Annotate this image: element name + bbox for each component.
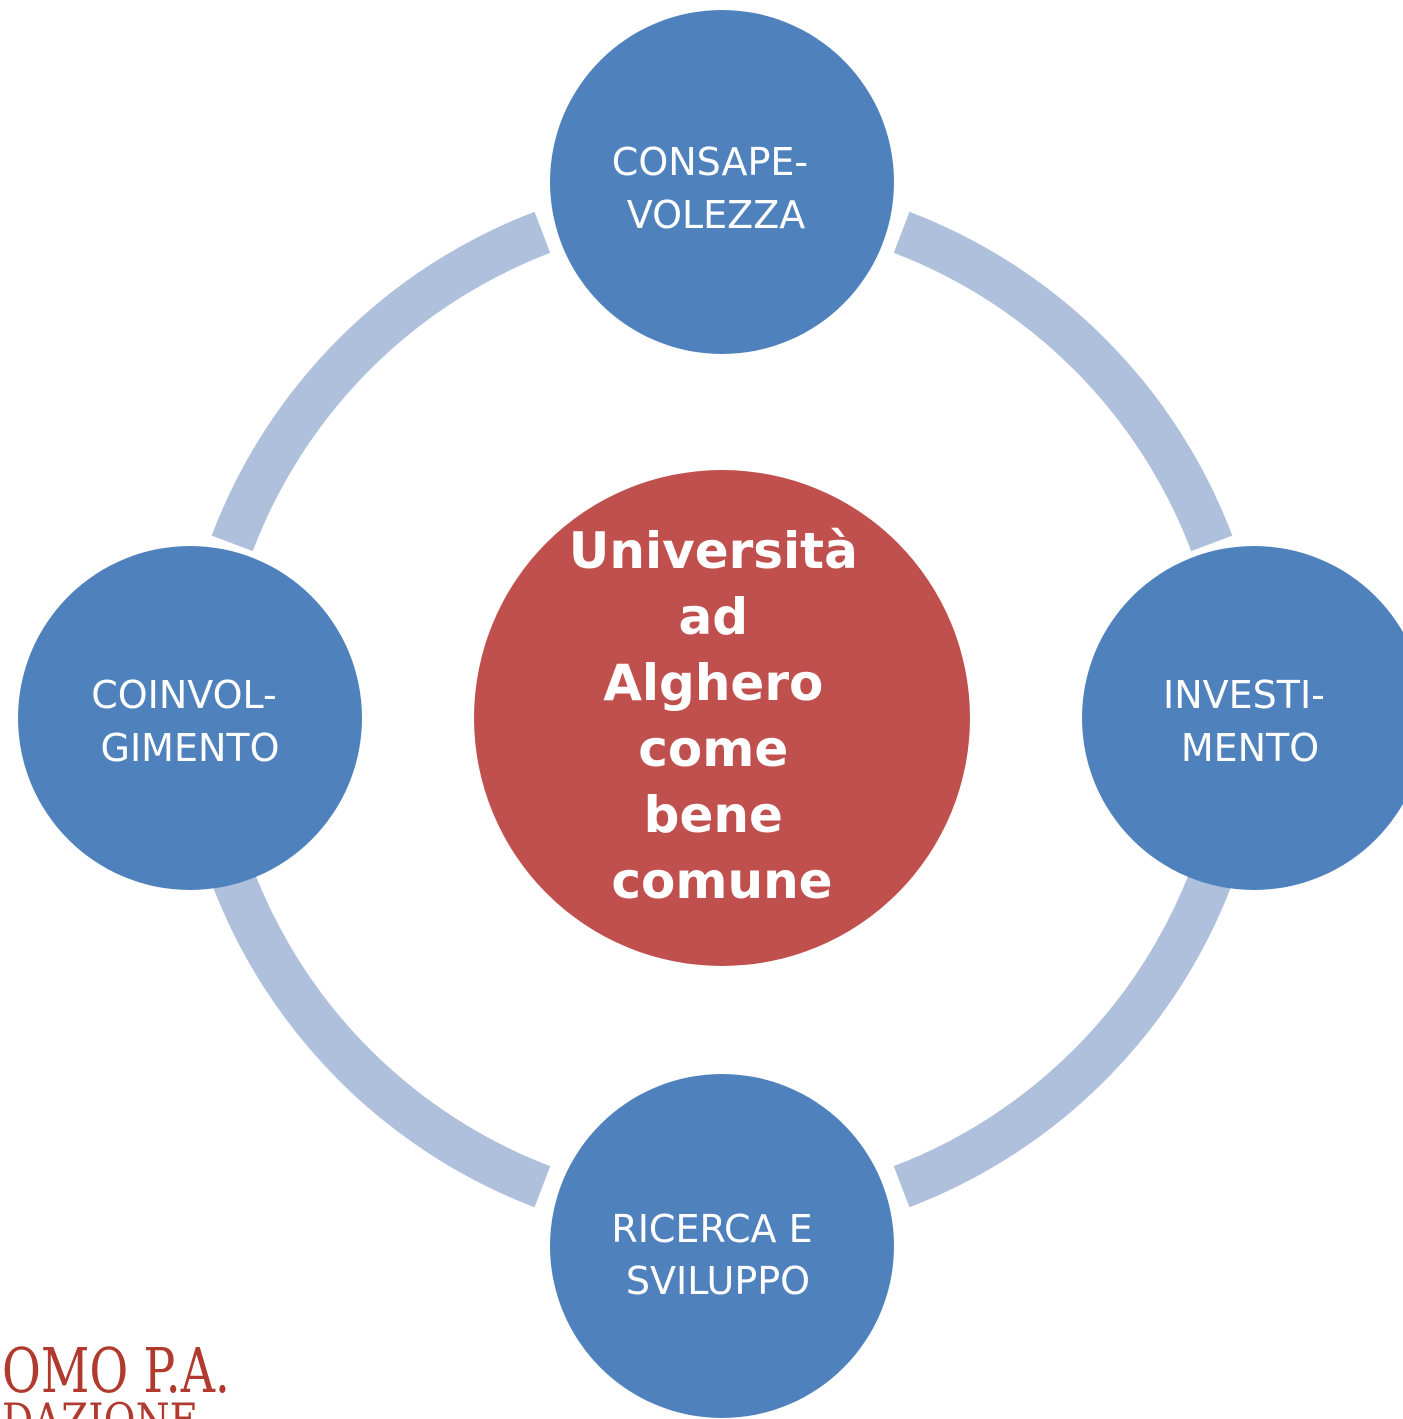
node-line: MENTO (1181, 726, 1319, 770)
center-circle (474, 470, 970, 966)
node-left-label: COINVOL- GIMENTO (91, 673, 289, 770)
center-line: ad (679, 588, 749, 646)
node-bottom-circle (550, 1074, 894, 1418)
arc-top-right (893, 211, 1233, 552)
node-line: SVILUPPO (626, 1259, 810, 1303)
node-line: VOLEZZA (627, 193, 805, 237)
node-right-circle (1082, 546, 1403, 890)
node-line: INVESTI- (1163, 673, 1325, 717)
node-left: COINVOL- GIMENTO (18, 546, 362, 890)
node-top: CONSAPE- VOLEZZA (550, 10, 894, 354)
center-line: Alghero (603, 654, 823, 712)
node-top-circle (550, 10, 894, 354)
node-top-label: CONSAPE- VOLEZZA (612, 140, 820, 237)
node-line: GIMENTO (101, 726, 280, 770)
node-line: COINVOL- (91, 673, 277, 717)
node-line: CONSAPE- (612, 140, 808, 184)
arc-bottom-left (211, 867, 551, 1208)
logo-line-2: DAZIONE (2, 1393, 198, 1419)
center-label: Università ad Alghero come bene comune (569, 522, 875, 910)
center-line: comune (611, 852, 832, 910)
arc-left-top (211, 211, 551, 552)
arc-right-bottom (893, 867, 1233, 1208)
center-node: Università ad Alghero come bene comune (474, 470, 970, 966)
node-right: INVESTI- MENTO (1082, 546, 1403, 890)
node-bottom-label: RICERCA E SVILUPPO (611, 1207, 824, 1303)
center-line: Università (569, 522, 858, 580)
node-line: RICERCA E (611, 1207, 812, 1251)
logo: OMO P.A. DAZIONE (2, 1334, 230, 1419)
logo-line-1: OMO P.A. (2, 1334, 230, 1407)
node-left-circle (18, 546, 362, 890)
node-right-label: INVESTI- MENTO (1163, 673, 1337, 770)
node-bottom: RICERCA E SVILUPPO (550, 1074, 894, 1418)
center-line: bene (644, 786, 783, 844)
connector-ring (211, 211, 1233, 1208)
center-line: come (638, 720, 788, 778)
